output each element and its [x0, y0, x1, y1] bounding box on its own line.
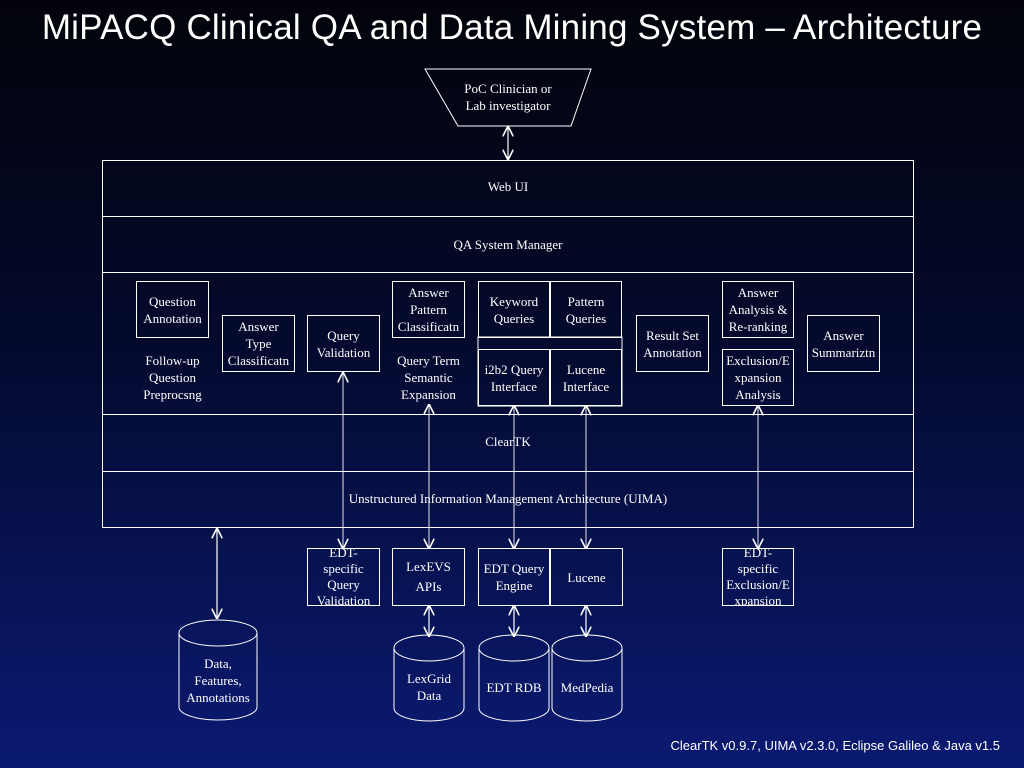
medpedia-cylinder — [551, 634, 623, 722]
followup-preprocessing-box: Follow-up Question Preprocsng — [143, 353, 202, 402]
edt-rdb-cylinder — [478, 634, 550, 722]
medpedia-store: MedPedia — [560, 679, 614, 695]
edt-query-validation-box: EDT- specific Query Validation — [307, 548, 380, 606]
data-features-cylinder — [178, 619, 258, 721]
keyword-queries-box: Keyword Queries — [478, 281, 550, 338]
i2b2-interface-box: i2b2 Query Interface — [478, 349, 550, 406]
result-set-annotation-box: Result Set Annotation — [636, 315, 709, 372]
user-node: PoC Clinician or Lab investigator — [464, 81, 552, 113]
answer-analysis-box: Answer Analysis & Re-ranking — [722, 281, 794, 338]
web-ui-layer: Web UI — [487, 179, 529, 194]
answer-type-box: Answer Type Classificatn — [222, 315, 295, 372]
data-features-store: Data, Features, Annotations — [186, 655, 250, 705]
system-frame — [102, 160, 914, 528]
question-annotation-box: Question Annotation — [136, 281, 209, 338]
answer-summarization-box: Answer Summariztn — [807, 315, 880, 372]
user-shape — [424, 68, 592, 127]
query-validation-box: Query Validation — [307, 315, 380, 372]
cleartk-layer: ClearTK — [485, 434, 531, 449]
edt-exclusion-expansion-box: EDT- specific Exclusion/E xpansion — [722, 548, 794, 606]
layer-divider — [102, 471, 914, 472]
lexgrid-store: LexGrid Data — [406, 671, 452, 703]
layer-divider — [102, 216, 914, 217]
lexevs-apis-box: LexEVS APIs — [392, 548, 465, 606]
lucene-interface-box: Lucene Interface — [550, 349, 622, 406]
slide-title: MiPACQ Clinical QA and Data Mining Syste… — [41, 8, 983, 47]
edt-rdb-store: EDT RDB — [486, 679, 542, 695]
layer-divider — [102, 414, 914, 415]
version-footer: ClearTK v0.9.7, UIMA v2.3.0, Eclipse Gal… — [670, 738, 1000, 753]
layer-divider — [102, 272, 914, 273]
pattern-queries-box: Pattern Queries — [550, 281, 622, 338]
qa-manager-layer: QA System Manager — [453, 237, 563, 252]
uima-layer: Unstructured Information Management Arch… — [348, 491, 668, 506]
query-term-expansion-box: Query Term Semantic Expansion — [397, 352, 460, 402]
exclusion-expansion-box: Exclusion/E xpansion Analysis — [722, 349, 794, 406]
lucene-box: Lucene — [550, 548, 623, 606]
answer-pattern-box: Answer Pattern Classificatn — [392, 281, 465, 338]
lexgrid-cylinder — [393, 634, 465, 722]
edt-query-engine-box: EDT Query Engine — [478, 548, 550, 606]
